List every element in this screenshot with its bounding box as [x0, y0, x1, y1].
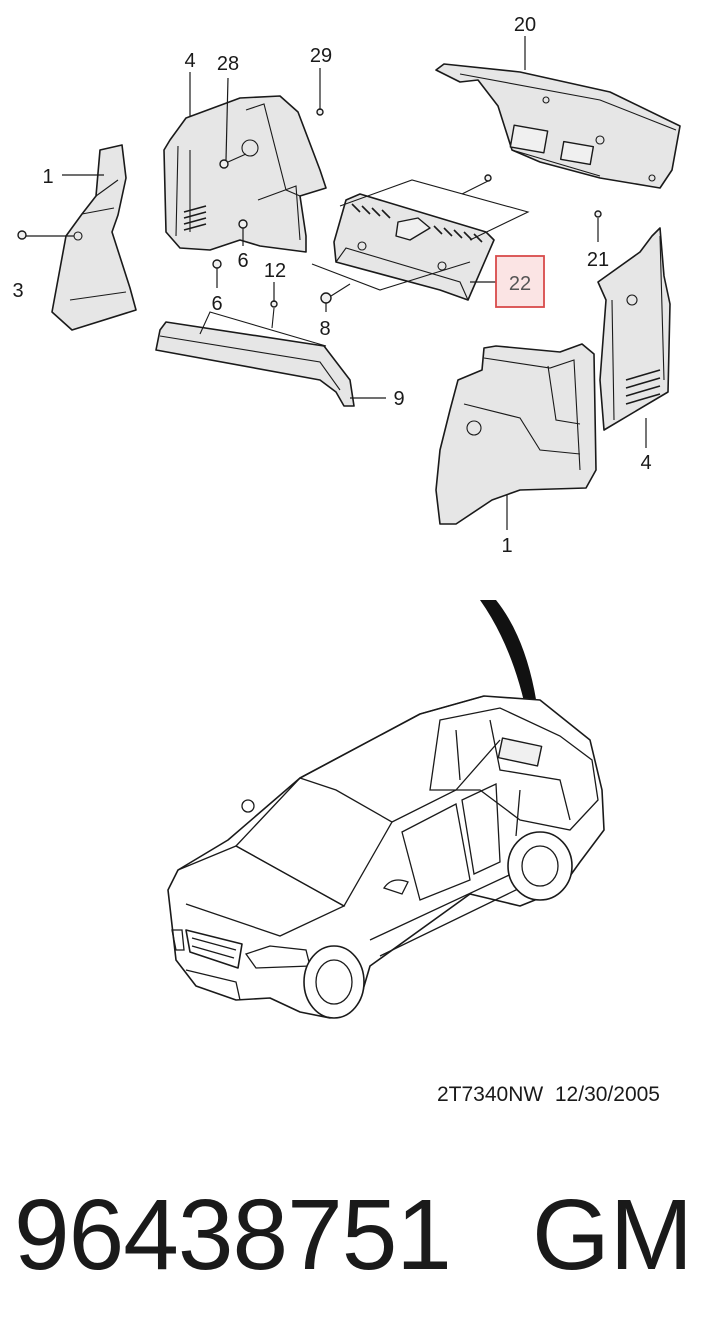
brand-label: GM [532, 1179, 694, 1291]
callout-29: 29 [310, 45, 332, 67]
left-side-trim-part [51, 144, 137, 331]
callout-20: 20 [514, 14, 536, 36]
fastener-6a-part [238, 219, 248, 229]
fastener-8-part [320, 283, 351, 304]
fastener-28-part [219, 153, 247, 169]
callout-22-label: 22 [509, 273, 531, 295]
right-side-trim-part [435, 343, 597, 525]
fastener-21-part [594, 210, 602, 218]
fastener-12-part [270, 300, 278, 329]
callout-6-lower: 6 [211, 293, 222, 315]
sill-plate-part [155, 311, 355, 407]
rear-shelf-trim-part [435, 63, 681, 189]
highlighted-callout-22[interactable]: 22 [495, 255, 545, 308]
callout-1-right: 1 [501, 535, 512, 557]
clip-3-part [17, 230, 74, 240]
callout-8: 8 [319, 318, 330, 340]
pointer-arrow [480, 600, 538, 720]
part-number: 96438751 [14, 1179, 452, 1291]
car-illustration [167, 600, 605, 1019]
right-quarter-trim-part [597, 227, 671, 431]
rear-panel-trim-part [311, 174, 530, 301]
left-quarter-trim-part [163, 95, 327, 253]
callout-9: 9 [393, 388, 404, 410]
callout-4-right: 4 [640, 452, 651, 474]
parts-diagram: 22 1 3 4 28 29 6 6 12 8 9 20 21 4 1 [12, 14, 681, 1019]
callout-12: 12 [264, 260, 286, 282]
fastener-6b-part [212, 259, 222, 269]
drawing-code: 2T7340NW 12/30/2005 [437, 1083, 660, 1106]
callout-1-left: 1 [42, 166, 53, 188]
callout-21: 21 [587, 249, 609, 271]
callout-6-upper: 6 [237, 250, 248, 272]
callout-3: 3 [12, 280, 23, 302]
callout-leaders [62, 36, 647, 530]
callout-4-left: 4 [184, 50, 195, 72]
callout-28: 28 [217, 53, 239, 75]
